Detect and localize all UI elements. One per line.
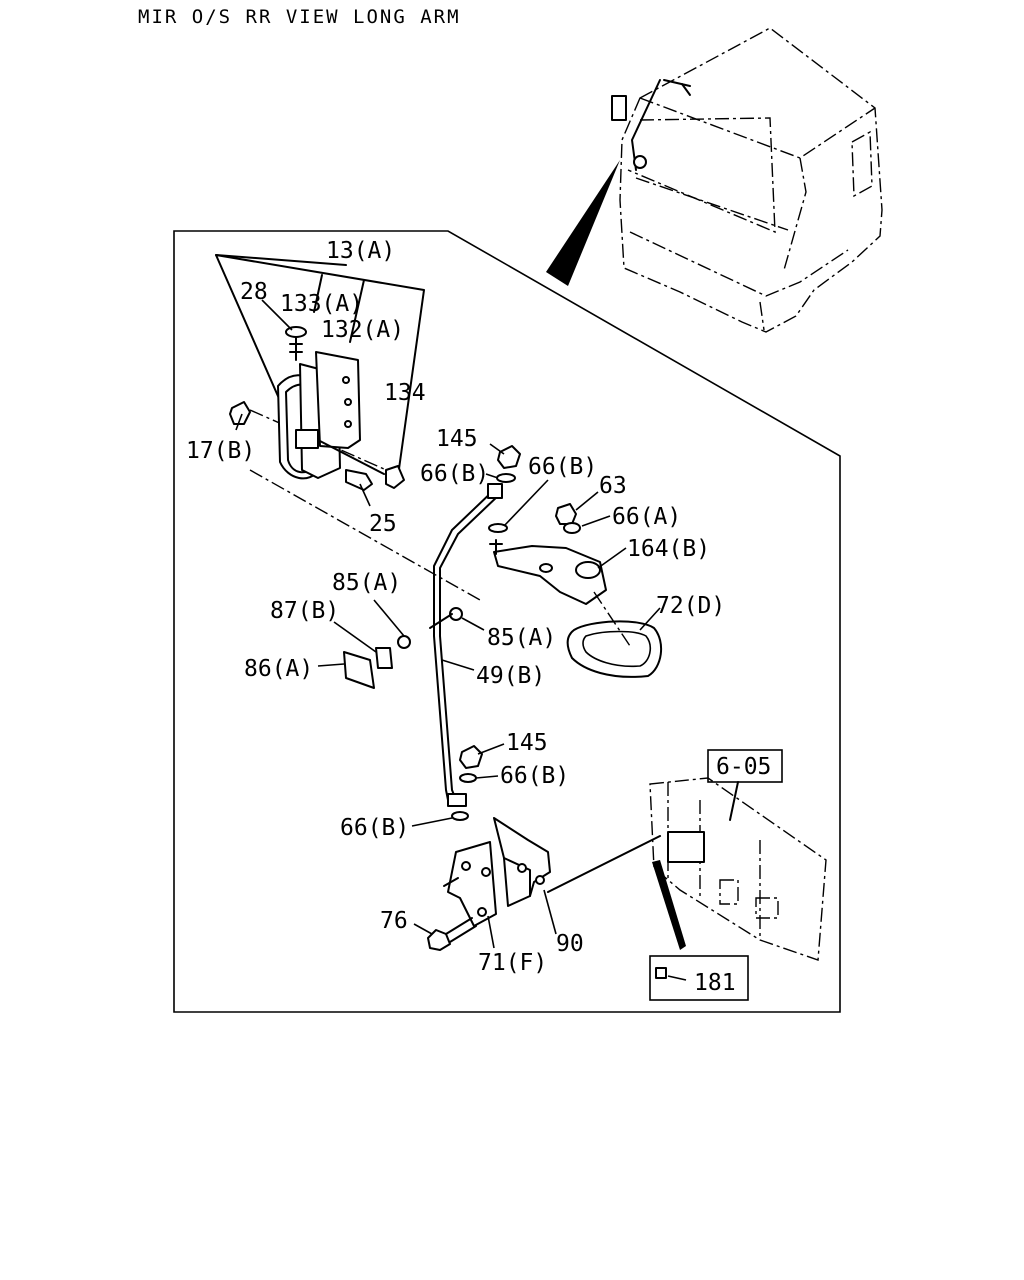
label-133a: 133(A) bbox=[280, 291, 363, 317]
long-arm bbox=[343, 483, 503, 807]
upper-fittings bbox=[488, 445, 663, 678]
label-71f: 71(F) bbox=[478, 950, 547, 976]
label-87b: 87(B) bbox=[270, 598, 339, 624]
diagram-title: MIR O/S RR VIEW LONG ARM bbox=[138, 6, 461, 28]
label-72d: 72(D) bbox=[656, 593, 725, 619]
label-66b-4: 66(B) bbox=[340, 815, 409, 841]
label-145-top: 145 bbox=[436, 426, 478, 452]
label-13a: 13(A) bbox=[326, 238, 395, 264]
label-85a-1: 85(A) bbox=[332, 570, 401, 596]
detail-frame bbox=[173, 230, 841, 1013]
label-49b: 49(B) bbox=[476, 663, 545, 689]
panel-6-05 bbox=[649, 777, 827, 961]
label-85a-2: 85(A) bbox=[487, 625, 556, 651]
label-132a: 132(A) bbox=[321, 317, 404, 343]
label-145-bottom: 145 bbox=[506, 730, 548, 756]
label-25: 25 bbox=[369, 511, 397, 537]
ref-box-181 bbox=[649, 955, 749, 1001]
label-134: 134 bbox=[384, 380, 426, 406]
label-ref-6-05: 6-05 bbox=[716, 754, 771, 780]
label-86a: 86(A) bbox=[244, 656, 313, 682]
mirror-assembly bbox=[215, 254, 481, 601]
label-66b-2: 66(B) bbox=[528, 454, 597, 480]
label-28: 28 bbox=[240, 279, 268, 305]
label-66b-3: 66(B) bbox=[500, 763, 569, 789]
label-66b-1: 66(B) bbox=[420, 461, 489, 487]
label-90: 90 bbox=[556, 931, 584, 957]
label-63: 63 bbox=[599, 473, 627, 499]
label-76: 76 bbox=[380, 908, 408, 934]
leader-lines bbox=[235, 299, 687, 981]
label-164b: 164(B) bbox=[627, 536, 710, 562]
label-181: 181 bbox=[694, 970, 736, 996]
truck-cab-illustration bbox=[546, 27, 883, 333]
clip-181-icon bbox=[655, 967, 667, 979]
ref-box-6-05 bbox=[707, 749, 783, 783]
label-66a: 66(A) bbox=[612, 504, 681, 530]
label-17b: 17(B) bbox=[186, 438, 255, 464]
lower-fittings bbox=[427, 745, 661, 951]
